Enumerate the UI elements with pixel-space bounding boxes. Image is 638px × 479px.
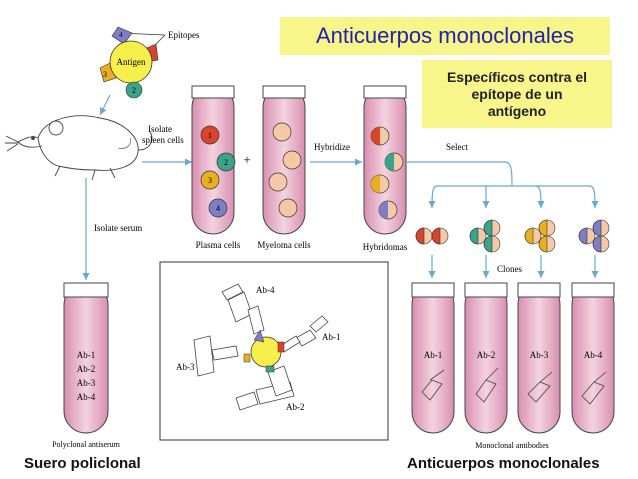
epitope-2-icon bbox=[125, 81, 143, 99]
monoclonal-tube-1: Ab-1 bbox=[411, 282, 455, 434]
spleen-cells-label: spleen cells bbox=[142, 135, 184, 145]
select-label: Select bbox=[446, 142, 468, 152]
inset-label-ab2: Ab-2 bbox=[286, 402, 305, 412]
polyclonal-caption: Polyclonal antiserum bbox=[52, 440, 121, 449]
polyclonal-label: Suero policlonal bbox=[24, 455, 141, 472]
clone-cluster-3 bbox=[524, 219, 556, 253]
epitope-2-number: 2 bbox=[132, 86, 136, 95]
inset-label-ab3: Ab-3 bbox=[176, 362, 195, 372]
epitope-3-number: 3 bbox=[103, 70, 107, 79]
clones-label: Clones bbox=[497, 264, 522, 274]
plasma-1-number: 1 bbox=[208, 131, 212, 140]
mono-ab-3: Ab-3 bbox=[530, 350, 549, 360]
hybridomas-label: Hybridomas bbox=[363, 242, 408, 252]
antibody-inset: Ab-4 Ab-1 Ab-3 Ab-2 bbox=[159, 261, 389, 441]
inset-label-ab1: Ab-1 bbox=[322, 332, 341, 342]
mono-ab-1: Ab-1 bbox=[424, 350, 443, 360]
clone-cluster-4 bbox=[578, 219, 610, 253]
poly-ab-1: Ab-1 bbox=[77, 350, 96, 360]
monoclonal-tube-2: Ab-2 bbox=[464, 282, 508, 434]
specificity-line-3: antígeno bbox=[487, 102, 547, 119]
myeloma-cells-tube: Myeloma cells bbox=[257, 85, 311, 250]
clone-cluster-1 bbox=[415, 227, 449, 245]
isolate-serum-label: Isolate serum bbox=[94, 223, 142, 233]
poly-ab-3: Ab-3 bbox=[77, 378, 96, 388]
plus-sign: + bbox=[243, 152, 250, 167]
specificity-line-1: Específicos contra el bbox=[446, 68, 588, 85]
monoclonal-tube-4: Ab-4 bbox=[571, 282, 615, 434]
hybridize-label: Hybridize bbox=[314, 142, 350, 152]
monoclonal-label: Anticuerpos monoclonales bbox=[407, 455, 600, 472]
specificity-note: Específicos contra el epítope de un antí… bbox=[422, 60, 612, 128]
plasma-cells-tube: 1 2 3 4 Plasma cells bbox=[191, 85, 241, 250]
antigen-group: Epitopes 4 3 Antigen 2 bbox=[99, 26, 200, 116]
inset-label-ab4: Ab-4 bbox=[256, 285, 275, 295]
mono-ab-2: Ab-2 bbox=[477, 350, 496, 360]
specificity-line-2: epítope de un bbox=[471, 85, 563, 102]
myeloma-cells-label: Myeloma cells bbox=[257, 240, 311, 250]
plasma-3-number: 3 bbox=[208, 176, 212, 185]
epitopes-label: Epitopes bbox=[168, 30, 200, 40]
mouse-illustration bbox=[5, 115, 153, 181]
isolate-label: Isolate bbox=[148, 124, 172, 134]
poly-ab-4: Ab-4 bbox=[77, 392, 96, 402]
hybridomas-tube: Hybridomas bbox=[363, 85, 408, 252]
title-banner: Anticuerpos monoclonales bbox=[280, 17, 610, 55]
clone-cluster-2 bbox=[469, 219, 501, 253]
monoclonal-caption: Monoclonal antibodies bbox=[475, 441, 549, 450]
epitope-4-number: 4 bbox=[119, 31, 123, 39]
monoclonal-tube-3: Ab-3 bbox=[517, 282, 561, 434]
plasma-cells-label: Plasma cells bbox=[196, 240, 241, 250]
poly-ab-2: Ab-2 bbox=[77, 364, 96, 374]
plasma-4-number: 4 bbox=[216, 204, 220, 213]
page-title: Anticuerpos monoclonales bbox=[315, 23, 575, 48]
plasma-2-number: 2 bbox=[224, 158, 228, 167]
polyclonal-tube: Ab-1 Ab-2 Ab-3 Ab-4 bbox=[63, 282, 109, 434]
mono-ab-4: Ab-4 bbox=[584, 350, 603, 360]
antigen-label: Antigen bbox=[117, 57, 146, 67]
